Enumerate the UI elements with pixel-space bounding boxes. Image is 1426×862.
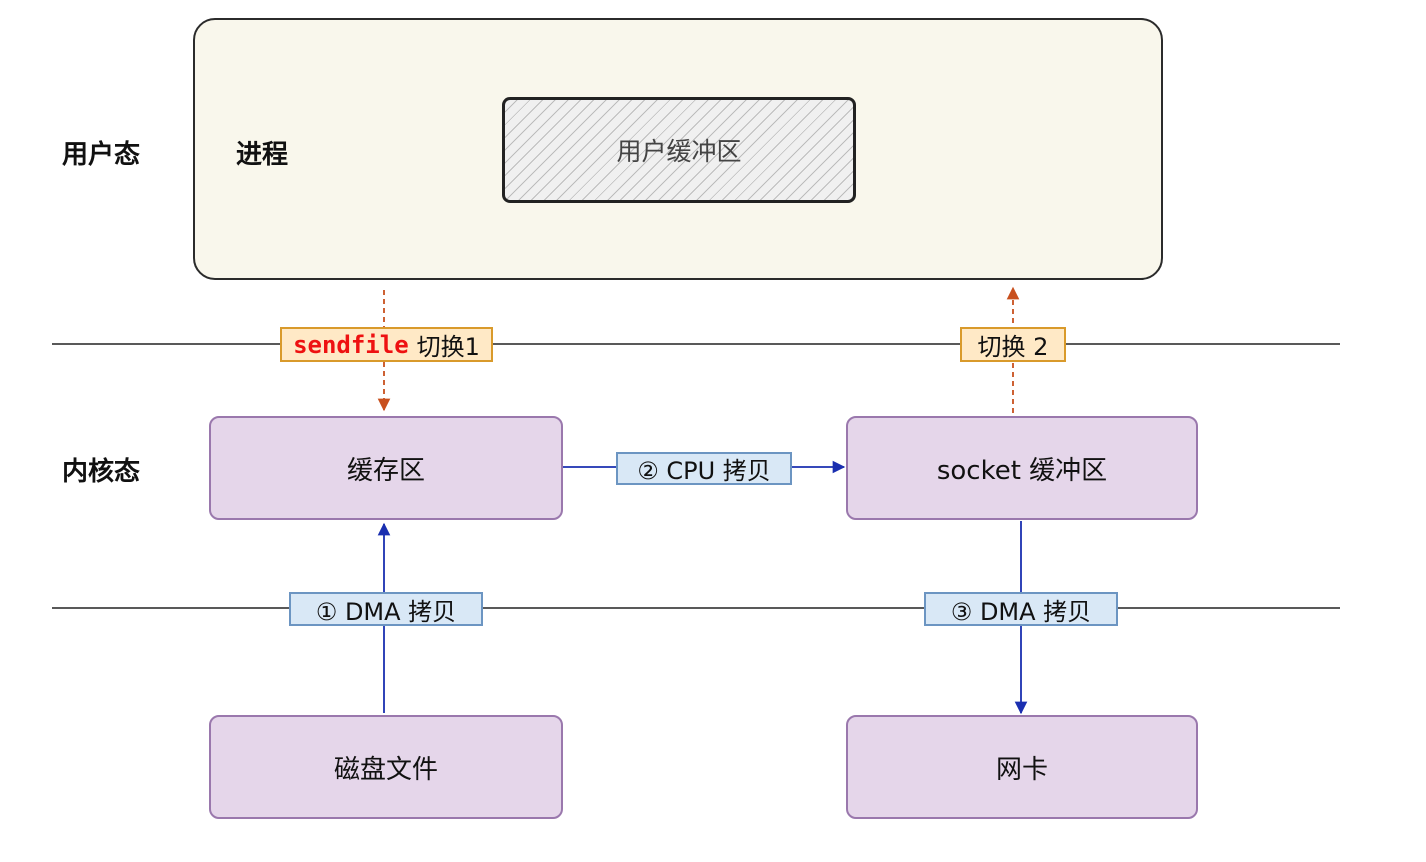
user-mode-label: 用户态: [62, 140, 141, 170]
dma-copy-3-tag: ③ DMA 拷贝: [924, 592, 1118, 626]
user-buffer-box: 用户缓冲区: [502, 97, 856, 203]
sendfile-switch1-tag: sendfile 切换1: [280, 327, 493, 362]
switch2-tag: 切换 2: [960, 327, 1066, 362]
sendfile-keyword: sendfile: [293, 330, 409, 359]
disk-file-box: 磁盘文件: [209, 715, 563, 819]
socket-buffer-box: socket 缓冲区: [846, 416, 1198, 520]
nic-box: 网卡: [846, 715, 1198, 819]
cache-box: 缓存区: [209, 416, 563, 520]
switch1-label: 切换1: [416, 333, 480, 361]
cpu-copy-tag: ② CPU 拷贝: [616, 452, 792, 485]
dma-copy-1-tag: ① DMA 拷贝: [289, 592, 483, 626]
kernel-mode-label: 内核态: [62, 457, 141, 487]
process-label: 进程: [236, 140, 289, 170]
